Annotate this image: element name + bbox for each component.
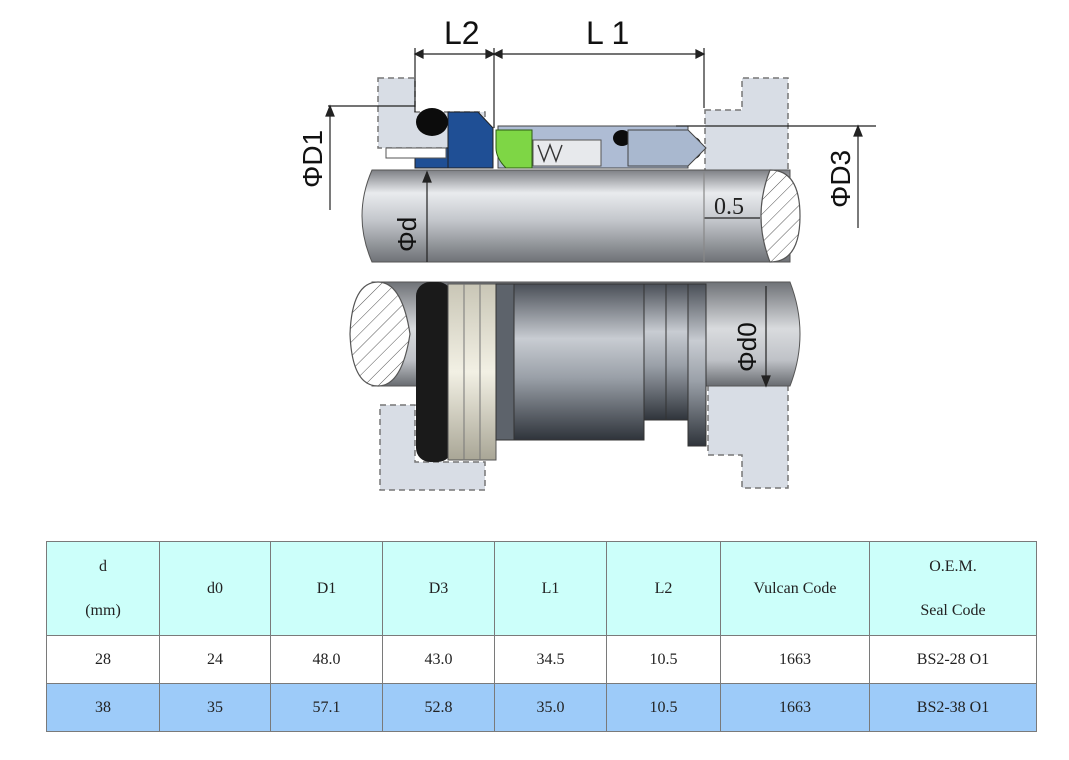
cell-vulcan-code: 1663 xyxy=(720,683,870,732)
cell-d0: 35 xyxy=(159,683,271,732)
header-d1: D1 xyxy=(270,541,383,636)
header-vulcan-code: Vulcan Code xyxy=(720,541,870,636)
header-l2: L2 xyxy=(606,541,721,636)
header-d: d(mm) xyxy=(46,541,160,636)
cell-oem-seal-code: BS2-28 O1 xyxy=(869,635,1037,684)
label-l2: L2 xyxy=(444,15,480,51)
seal-cross-section-diagram: L2 L 1 ΦD1 ΦD3 Φd Φd0 0.5 xyxy=(297,15,876,491)
label-phi-d1: ΦD1 xyxy=(297,130,328,188)
label-phi-d0: Φd0 xyxy=(732,322,762,372)
header-oem-seal-code: O.E.M.Seal Code xyxy=(869,541,1037,636)
label-phi-d: Φd xyxy=(392,217,422,252)
cell-l2: 10.5 xyxy=(606,635,721,684)
cell-d1: 57.1 xyxy=(270,683,383,732)
cell-d1: 48.0 xyxy=(270,635,383,684)
cell-l1: 34.5 xyxy=(494,635,607,684)
dimension-lines xyxy=(325,48,876,388)
cell-d3: 43.0 xyxy=(382,635,495,684)
table-row: 28 24 48.0 43.0 34.5 10.5 1663 BS2-28 O1 xyxy=(46,635,1037,684)
cell-l1: 35.0 xyxy=(494,683,607,732)
table-row: 38 35 57.1 52.8 35.0 10.5 1663 BS2-38 O1 xyxy=(46,683,1037,732)
seal-lower-body xyxy=(416,282,707,462)
header-d3: D3 xyxy=(382,541,495,636)
cell-d0: 24 xyxy=(159,635,271,684)
shaft-upper xyxy=(361,169,801,263)
seal-upper-parts xyxy=(385,108,707,169)
cell-oem-seal-code: BS2-38 O1 xyxy=(869,683,1037,732)
cell-d3: 52.8 xyxy=(382,683,495,732)
cell-d: 28 xyxy=(46,635,160,684)
label-clearance: 0.5 xyxy=(714,194,744,220)
table-header-row: d(mm) d0 D1 D3 L1 L2 Vulcan Code O.E.M.S… xyxy=(46,541,1037,636)
header-d0: d0 xyxy=(159,541,271,636)
cell-l2: 10.5 xyxy=(606,683,721,732)
header-l1: L1 xyxy=(494,541,607,636)
cell-vulcan-code: 1663 xyxy=(720,635,870,684)
seal-spec-table: d(mm) d0 D1 D3 L1 L2 Vulcan Code O.E.M.S… xyxy=(46,541,1037,732)
label-l1: L 1 xyxy=(586,15,629,51)
label-phi-d3: ΦD3 xyxy=(825,150,856,208)
cell-d: 38 xyxy=(46,683,160,732)
